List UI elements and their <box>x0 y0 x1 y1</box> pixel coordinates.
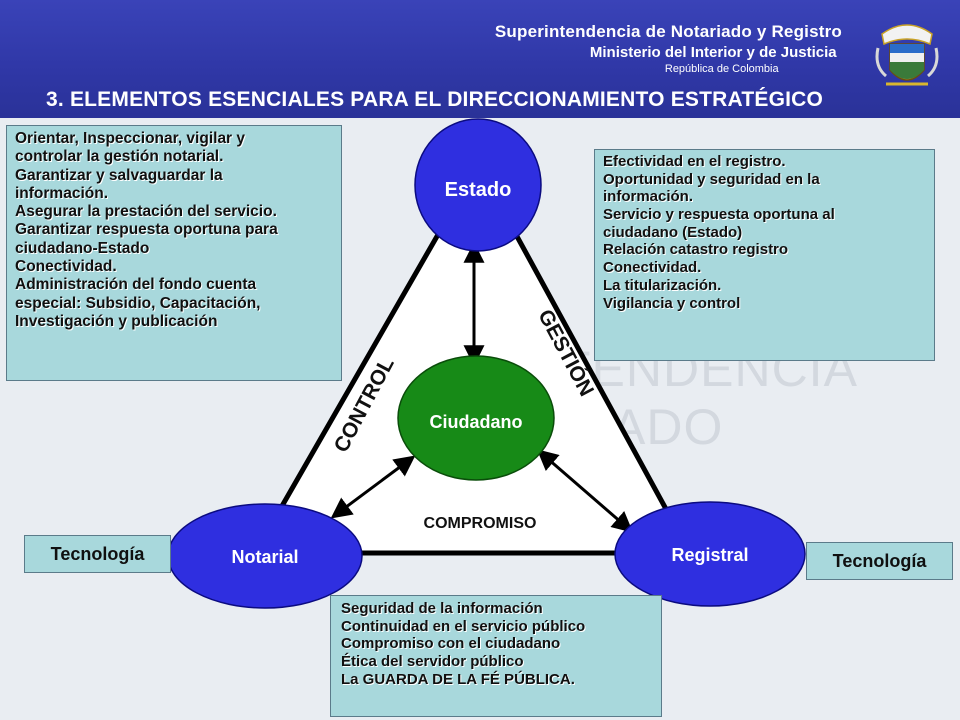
box-line: Vigilancia y control <box>603 294 741 312</box>
node-estado <box>414 118 542 252</box>
box-line: Compromiso con el ciudadano <box>341 635 561 653</box>
registral-functions-box: Efectividad en el registro. Oportunidad … <box>594 149 935 361</box>
box-line: especial: Subsidio, Capacitación, <box>15 294 261 312</box>
node-registral <box>614 501 806 607</box>
box-line: La titularización. <box>603 276 722 294</box>
page-title: 3. ELEMENTOS ESENCIALES PARA EL DIRECCIO… <box>46 88 824 111</box>
technology-label-right: Tecnología <box>806 542 953 580</box>
box-line: Oportunidad y seguridad en la <box>603 170 820 188</box>
box-line: Investigación y publicación <box>15 312 218 330</box>
box-line: Conectividad. <box>15 257 117 275</box>
arrow-ciudadano-notarial <box>330 455 416 519</box>
box-line: ciudadano-Estado <box>15 239 150 257</box>
country-name: República de Colombia <box>664 63 779 75</box>
organization-name: Superintendencia de Notariado y Registro <box>494 22 842 41</box>
node-estado-label: Estado <box>445 179 512 201</box>
ministry-name: Ministerio del Interior y de Justicia <box>589 44 837 61</box>
box-line: Continuidad en el servicio público <box>341 617 586 635</box>
arrow-ciudadano-registral <box>536 449 634 533</box>
coat-of-arms-icon <box>875 24 939 86</box>
organization-block: Superintendencia de Notariado y Registro… <box>495 22 842 75</box>
node-notarial-label: Notarial <box>231 547 298 567</box>
header-banner: Superintendencia de Notariado y Registro… <box>0 0 960 118</box>
commitment-values-box: Seguridad de la información Continuidad … <box>330 595 662 717</box>
node-ciudadano-label: Ciudadano <box>430 412 523 432</box>
box-line: Seguridad de la información <box>341 600 543 617</box>
box-line: ciudadano (Estado) <box>603 223 743 241</box>
edge-compromiso-label: COMPROMISO <box>424 515 537 532</box>
notarial-functions-box: Orientar, Inspeccionar, vigilar y contro… <box>6 125 342 381</box>
box-line: Ética del servidor público <box>341 653 524 671</box>
box-line: Efectividad en el registro. <box>603 153 786 170</box>
box-line: Servicio y respuesta oportuna al <box>603 206 835 224</box>
box-line: Relación catastro registro <box>603 241 789 259</box>
box-line: Asegurar la prestación del servicio. <box>15 203 277 221</box>
box-line: información. <box>603 188 694 206</box>
box-line: Administración del fondo cuenta <box>15 276 257 294</box>
box-line: Garantizar y salvaguardar la <box>15 166 223 184</box>
node-registral-label: Registral <box>671 545 748 565</box>
box-line: información. <box>15 184 109 202</box>
box-line: controlar la gestión notarial. <box>15 148 224 166</box>
box-line: La GUARDA DE LA FÉ PÚBLICA. <box>341 670 575 688</box>
box-line: Garantizar respuesta oportuna para <box>15 221 278 239</box>
technology-label-left: Tecnología <box>24 535 171 573</box>
box-line: Conectividad. <box>603 259 702 277</box>
node-ciudadano <box>397 355 555 481</box>
box-line: Orientar, Inspeccionar, vigilar y <box>15 130 246 147</box>
